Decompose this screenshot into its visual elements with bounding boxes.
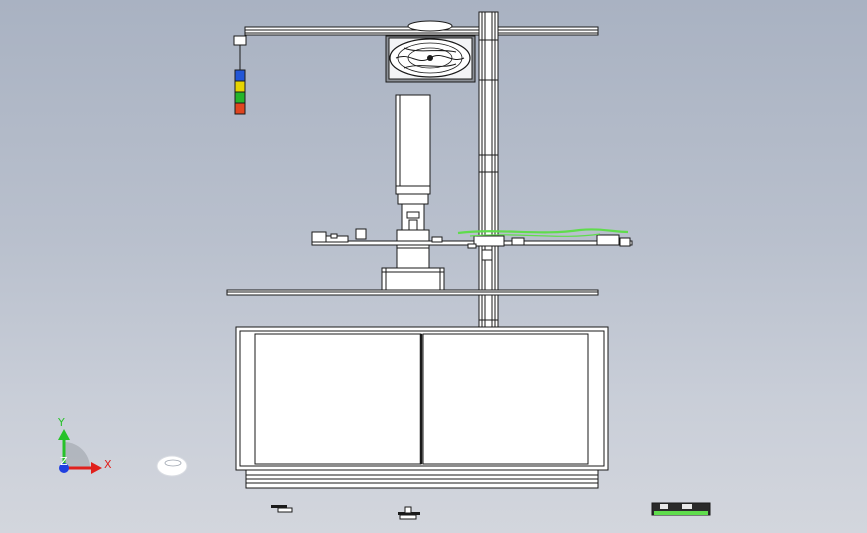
x-axis-arrowhead-icon xyxy=(91,462,102,474)
z-axis-label: Z xyxy=(60,455,68,468)
y-axis-label: Y xyxy=(57,416,65,429)
green-cable xyxy=(457,228,629,237)
signal-light-blue xyxy=(234,69,246,82)
table-top[interactable] xyxy=(226,289,599,296)
press-base[interactable] xyxy=(381,267,445,291)
horizontal-rail[interactable] xyxy=(311,228,633,261)
fan-unit[interactable] xyxy=(385,20,476,83)
cabinet-door-right[interactable] xyxy=(422,333,589,465)
signal-light-red xyxy=(234,102,246,115)
z-axis-dot xyxy=(59,463,69,473)
loose-part-bracket-1[interactable] xyxy=(271,505,293,513)
press-cylinder[interactable] xyxy=(395,94,431,269)
cabinet-door-left[interactable] xyxy=(254,333,422,465)
signal-light-yellow xyxy=(234,80,246,93)
cabinet[interactable] xyxy=(235,326,609,489)
triad-plane-icon xyxy=(64,442,90,468)
x-axis-label: X xyxy=(104,458,112,471)
loose-part-bracket-2[interactable] xyxy=(398,506,420,520)
loose-part-left[interactable] xyxy=(156,455,188,477)
fan-grille-icon xyxy=(389,38,471,78)
y-axis-arrowhead-icon xyxy=(58,429,70,440)
signal-light-green xyxy=(234,91,246,104)
signal-tower[interactable] xyxy=(233,35,247,115)
coordinate-triad[interactable]: Y X Z xyxy=(57,416,112,474)
loose-part-board[interactable] xyxy=(651,502,711,516)
